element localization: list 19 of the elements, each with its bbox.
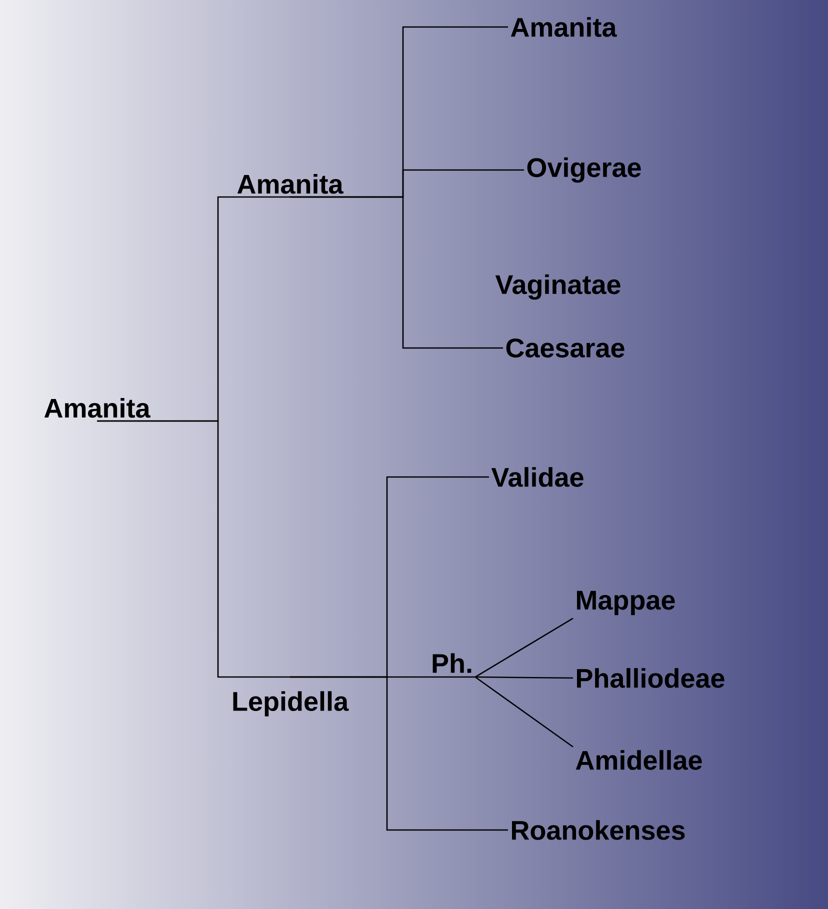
taxon-label: Validae [491,467,584,487]
taxon-label: Lepidella [233,691,349,716]
tree-branch [475,676,574,679]
tree-branch [97,420,290,678]
tree-branch [290,196,503,349]
taxon-label: Mappae [577,590,675,616]
taxon-label: Vaginatae [495,274,620,300]
taxon-label: Amanita [510,17,617,37]
taxon-label: Phalliodeae [577,668,724,688]
taxon-label: Ph. [432,653,472,673]
tree-branch [474,676,574,748]
taxon-label: Ovigerae [527,157,641,183]
taxon-label: Amanita [237,174,344,194]
taxon-label: Amidellae [576,750,702,770]
tree-branch [290,676,508,831]
tree-branch [474,618,574,678]
taxon-label: Roanokenses [512,820,685,840]
taxon-label: Amanita [44,398,150,418]
taxon-label: Caesarae [506,338,624,358]
